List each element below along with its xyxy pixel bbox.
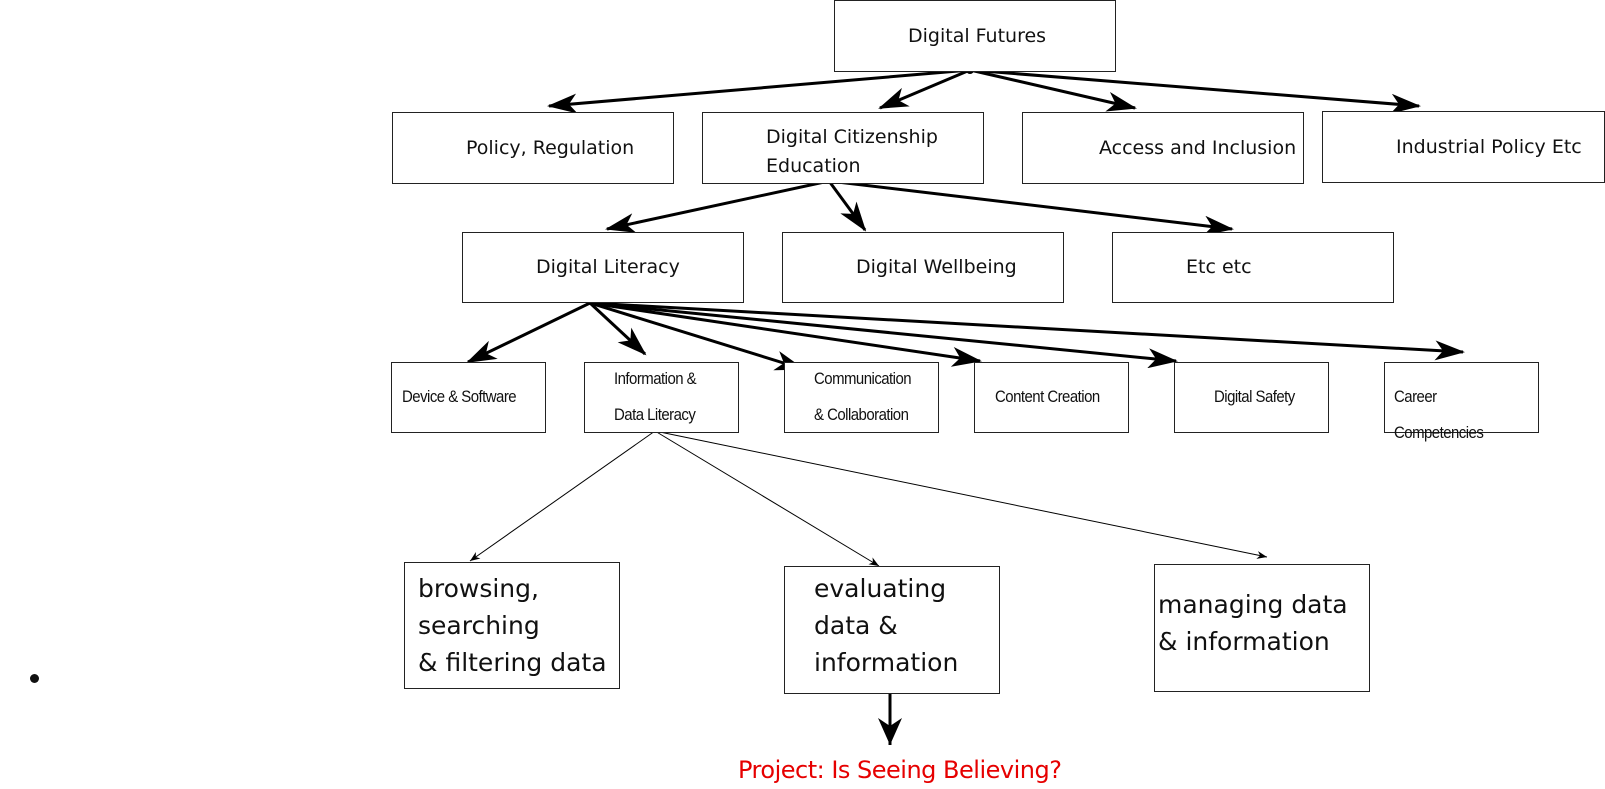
arrow-citizenship-to-wellbeing <box>827 180 867 232</box>
arrow-literacy-to-safety <box>589 301 1178 369</box>
node-etc-etc: Etc etc <box>1112 232 1394 303</box>
node-digital-futures-label: Digital Futures <box>908 25 1047 47</box>
node-digital-literacy-label: Digital Literacy <box>536 256 680 278</box>
project-label: Project: Is Seeing Believing? <box>738 756 1062 784</box>
connectors-information <box>469 430 1268 567</box>
node-career-competencies: Career Competencies <box>1384 362 1539 442</box>
node-industrial-policy: Industrial Policy Etc <box>1322 111 1605 183</box>
node-communication-collaboration: Communication & Collaboration <box>784 362 939 433</box>
connectors-citizenship <box>605 179 1234 236</box>
node-digital-wellbeing: Digital Wellbeing <box>782 232 1064 303</box>
node-industrial-policy-label: Industrial Policy Etc <box>1396 136 1582 158</box>
connectors-evaluating <box>878 694 902 745</box>
node-information-data-literacy: Information & Data Literacy <box>584 362 739 433</box>
node-communication-collaboration-label: Communication & Collaboration <box>814 369 912 424</box>
node-career-competencies-label: Career Competencies <box>1394 387 1484 442</box>
arrow-root-to-citizenship <box>878 68 971 110</box>
node-information-data-literacy-label: Information & Data Literacy <box>614 369 697 424</box>
arrow-citizenship-to-literacy <box>605 179 830 233</box>
node-digital-futures: Digital Futures <box>834 0 1116 72</box>
bullet-dot-icon <box>30 674 39 683</box>
node-device-software: Device & Software <box>391 362 546 433</box>
node-access-inclusion: Access and Inclusion <box>1022 112 1304 184</box>
arrow-literacy-to-information <box>588 301 647 356</box>
node-evaluating-data-label: evaluating data & information <box>814 574 959 677</box>
node-policy-regulation-label: Policy, Regulation <box>466 137 635 159</box>
node-digital-safety-label: Digital Safety <box>1214 387 1295 406</box>
node-digital-safety: Digital Safety <box>1174 362 1329 433</box>
arrow-literacy-to-device <box>466 301 591 364</box>
node-browsing-searching: browsing, searching & filtering data <box>404 562 620 689</box>
arrow-root-to-industrial <box>969 68 1421 114</box>
node-evaluating-data: evaluating data & information <box>784 566 1000 694</box>
node-policy-regulation: Policy, Regulation <box>392 112 674 184</box>
node-digital-wellbeing-label: Digital Wellbeing <box>856 256 1017 278</box>
arrow-literacy-to-career <box>589 301 1465 361</box>
node-access-inclusion-label: Access and Inclusion <box>1099 137 1297 159</box>
arrow-literacy-to-content <box>589 301 982 367</box>
arrow-information-to-browsing <box>469 430 656 562</box>
connectors-literacy <box>466 301 1465 371</box>
arrow-information-to-evaluating <box>654 430 880 567</box>
node-browsing-searching-label: browsing, searching & filtering data <box>418 574 607 677</box>
arrow-literacy-to-communication <box>589 301 805 371</box>
node-managing-data-label: managing data & information <box>1158 590 1348 656</box>
node-content-creation: Content Creation <box>974 362 1129 433</box>
node-etc-etc-label: Etc etc <box>1186 256 1252 278</box>
node-content-creation-label: Content Creation <box>995 387 1100 406</box>
node-digital-citizenship-education-label: Digital Citizenship Education <box>766 126 938 177</box>
node-digital-citizenship-education: Digital Citizenship Education <box>702 112 984 184</box>
node-digital-literacy: Digital Literacy <box>462 232 744 303</box>
arrow-root-to-access <box>969 68 1137 112</box>
node-device-software-label: Device & Software <box>402 387 517 406</box>
node-managing-data: managing data & information <box>1154 564 1370 692</box>
arrow-citizenship-to-etc <box>828 179 1234 236</box>
arrow-root-to-policy <box>547 68 971 114</box>
arrow-information-to-managing <box>654 430 1268 559</box>
arrow-evaluating-to-project-head <box>878 718 902 745</box>
connectors-root <box>547 66 1421 114</box>
